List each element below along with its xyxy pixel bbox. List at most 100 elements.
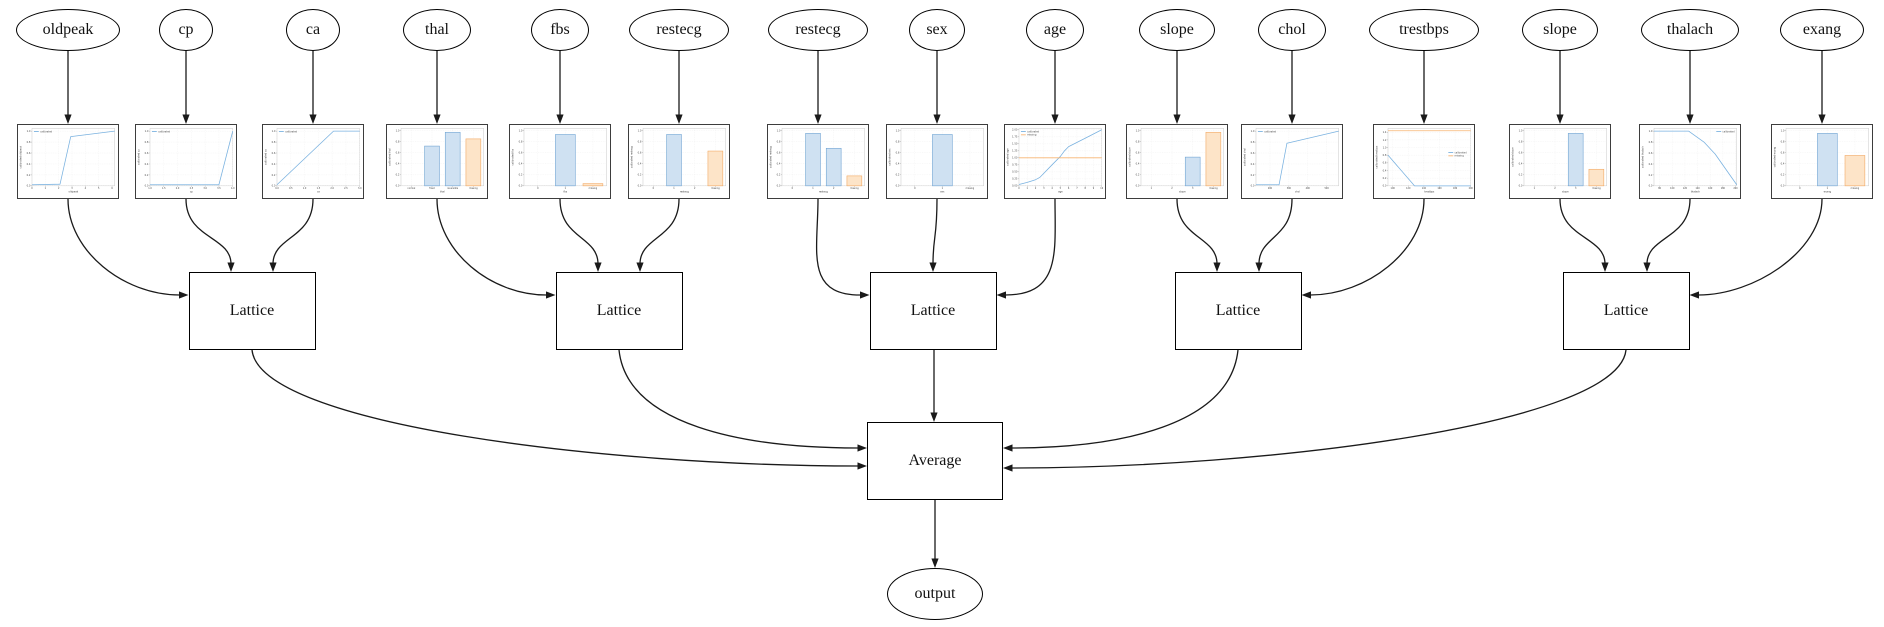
svg-text:0.8: 0.8	[272, 141, 276, 144]
svg-text:0.2: 0.2	[1251, 174, 1255, 177]
svg-text:0.6: 0.6	[1136, 152, 1140, 155]
feature-node-fbs-4: fbs	[531, 9, 589, 51]
svg-text:1.5: 1.5	[317, 187, 321, 190]
svg-text:2.00: 2.00	[1012, 129, 1018, 132]
svg-text:fixed: fixed	[429, 187, 435, 190]
svg-text:missing: missing	[1851, 187, 1860, 190]
svg-text:4: 4	[1051, 187, 1053, 190]
lattice-node-label: Lattice	[596, 302, 642, 319]
svg-text:0.6: 0.6	[272, 152, 276, 155]
svg-text:0: 0	[1018, 187, 1020, 190]
svg-text:0.8: 0.8	[1251, 141, 1255, 144]
svg-text:0: 0	[31, 187, 33, 190]
svg-text:4.0: 4.0	[231, 187, 235, 190]
svg-text:0.4: 0.4	[1781, 163, 1785, 166]
svg-text:calibrated: calibrated	[285, 130, 298, 133]
svg-text:calibrated cp: calibrated cp	[137, 149, 140, 165]
feature-node-oldpeak-0: oldpeak	[16, 9, 120, 51]
feature-node-thal-3: thal	[403, 9, 471, 51]
svg-text:slope: slope	[1179, 190, 1186, 193]
feature-node-label: fbs	[550, 21, 570, 38]
lattice-node-3: Lattice	[869, 272, 997, 350]
svg-text:0.2: 0.2	[1649, 174, 1653, 177]
svg-text:0.8: 0.8	[777, 141, 781, 144]
svg-text:1: 1	[1151, 187, 1153, 190]
svg-text:0.75: 0.75	[1012, 164, 1018, 167]
svg-text:1: 1	[673, 187, 675, 190]
svg-text:9: 9	[1093, 187, 1095, 190]
svg-text:2.5: 2.5	[190, 187, 194, 190]
svg-text:missing: missing	[1027, 134, 1037, 137]
svg-text:0.0: 0.0	[777, 185, 781, 188]
svg-text:0.2: 0.2	[396, 174, 400, 177]
feature-node-ca-2: ca	[286, 9, 340, 51]
svg-text:2.0: 2.0	[330, 187, 334, 190]
svg-text:0: 0	[792, 187, 794, 190]
svg-text:2: 2	[694, 187, 696, 190]
svg-text:0.8: 0.8	[1649, 141, 1653, 144]
feature-node-label: slope	[1160, 21, 1194, 38]
svg-text:180: 180	[1721, 187, 1726, 190]
svg-text:calibrated restecg: calibrated restecg	[630, 146, 633, 168]
svg-text:0.2: 0.2	[777, 174, 781, 177]
svg-text:3: 3	[1192, 187, 1194, 190]
svg-text:chol: chol	[1295, 190, 1300, 193]
lattice-node-2: Lattice	[555, 272, 683, 350]
svg-text:8: 8	[1084, 187, 1086, 190]
svg-text:0.6: 0.6	[519, 152, 523, 155]
svg-text:0.6: 0.6	[638, 152, 642, 155]
svg-text:6: 6	[1068, 187, 1070, 190]
svg-text:5: 5	[98, 187, 100, 190]
svg-text:missing: missing	[966, 187, 975, 190]
feature-node-slope-12: slope	[1522, 9, 1598, 51]
svg-text:missing: missing	[1592, 187, 1601, 190]
svg-text:calibrated thalach: calibrated thalach	[1641, 146, 1644, 168]
svg-text:1.50: 1.50	[1012, 143, 1018, 146]
svg-text:1: 1	[1534, 187, 1536, 190]
feature-node-label: trestbps	[1399, 21, 1449, 38]
svg-text:0.4: 0.4	[145, 163, 149, 166]
feature-node-sex-7: sex	[909, 9, 965, 51]
svg-text:0.5: 0.5	[289, 187, 293, 190]
svg-text:1: 1	[45, 187, 47, 190]
svg-text:180: 180	[1453, 187, 1458, 190]
svg-text:1.0: 1.0	[777, 129, 781, 132]
svg-text:0.6: 0.6	[1649, 152, 1653, 155]
svg-text:7: 7	[1076, 187, 1078, 190]
svg-text:calibrated ca: calibrated ca	[264, 149, 267, 165]
svg-text:age: age	[1058, 190, 1063, 193]
svg-text:0.6: 0.6	[1251, 152, 1255, 155]
svg-text:0.0: 0.0	[275, 187, 279, 190]
feature-node-label: ca	[305, 21, 321, 38]
svg-text:0.2: 0.2	[896, 174, 900, 177]
feature-node-restecg-6: restecg	[768, 9, 868, 51]
svg-text:0.0: 0.0	[1649, 185, 1653, 188]
svg-text:calibrated sex: calibrated sex	[888, 148, 891, 166]
average-node-label: Average	[908, 452, 962, 469]
svg-text:calibrated: calibrated	[40, 130, 53, 133]
svg-text:0.4: 0.4	[1649, 163, 1653, 166]
svg-text:0.2: 0.2	[519, 174, 523, 177]
svg-text:missing: missing	[1454, 155, 1464, 158]
svg-text:missing: missing	[850, 187, 859, 190]
svg-text:0.00: 0.00	[1012, 185, 1018, 188]
svg-text:0.8: 0.8	[519, 141, 523, 144]
svg-text:3.5: 3.5	[217, 187, 221, 190]
svg-text:10: 10	[1100, 187, 1103, 190]
svg-text:0.4: 0.4	[1519, 163, 1523, 166]
svg-text:3: 3	[71, 187, 73, 190]
svg-text:0.25: 0.25	[1012, 178, 1018, 181]
feature-node-label: restecg	[656, 21, 702, 38]
lattice-node-4: Lattice	[1174, 272, 1302, 350]
